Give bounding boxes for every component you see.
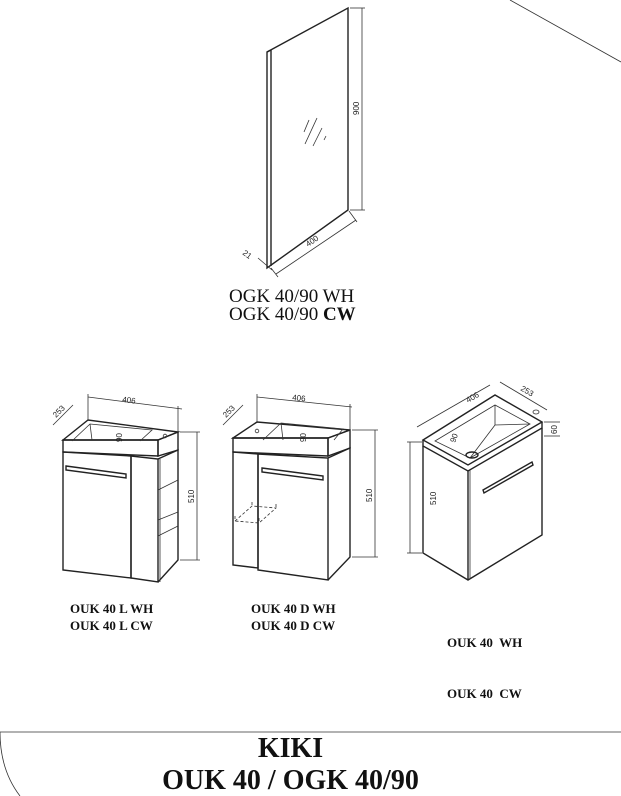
basin — [71, 423, 153, 442]
tap-hole — [162, 433, 168, 439]
dim-depth: 253 — [51, 403, 67, 419]
dim-basin: 90 — [448, 432, 460, 444]
mirror-model-labels: OGK 40/90 WH OGK 40/90 CW — [229, 286, 356, 325]
mirror-drawing: 900 400 21 — [241, 6, 365, 278]
cabinet-left-drawing: 406 253 90 510 — [51, 394, 200, 583]
dim-depth: 253 — [519, 384, 536, 399]
model-label: OGK 40/90 WH — [229, 286, 355, 307]
door-handle — [65, 465, 127, 479]
model-label: OUK 40 CW — [447, 686, 522, 701]
model-label: OUK 40 D CW — [251, 618, 336, 633]
dim-top: 60 — [550, 425, 559, 434]
title-block-border — [0, 731, 621, 796]
dim-depth: 253 — [221, 403, 237, 419]
door-handle — [261, 467, 324, 481]
cabinet-iso-drawing: 406 253 90 60 510 — [407, 381, 560, 581]
dim-width: 406 — [465, 390, 482, 405]
dim-mirror-depth: 21 — [241, 248, 254, 261]
product-subtitle: OUK 40 / OGK 40/90 — [162, 765, 419, 796]
dim-height: 510 — [429, 491, 438, 505]
dim-mirror-height: 900 — [352, 101, 361, 115]
tap-hole — [532, 409, 540, 415]
basin — [434, 404, 531, 459]
dim-width: 406 — [292, 393, 307, 403]
frame-corner-line — [509, 0, 621, 63]
basin — [262, 422, 344, 441]
dim-basin: 90 — [299, 433, 308, 442]
drain — [465, 451, 479, 459]
cabinet-door-models: OUK 40 D WH OUK 40 D CW — [251, 600, 336, 634]
dim-height: 510 — [187, 489, 196, 503]
model-label: OUK 40 L WH — [70, 601, 154, 616]
dim-height: 510 — [365, 488, 374, 502]
model-label: OGK 40/90 CW — [229, 304, 356, 325]
model-label: OUK 40 L CW — [70, 618, 153, 633]
mirror-glare-icon — [303, 119, 310, 133]
door-handle — [482, 460, 534, 495]
cabinet-left-models: OUK 40 L WH OUK 40 L CW — [70, 600, 153, 634]
model-label: OUK 40 D WH — [251, 601, 336, 616]
tap-hole — [254, 428, 260, 434]
dim-line-width — [275, 219, 357, 275]
mirror-face — [266, 6, 349, 270]
dim-mirror-width: 400 — [304, 233, 321, 248]
model-label: OUK 40 WH — [447, 635, 523, 650]
shelf-column — [130, 455, 159, 583]
cabinet-iso-models: OUK 40 WH OUK 40 CW — [447, 600, 522, 719]
dim-width: 406 — [122, 395, 137, 406]
internal-shelf-hidden — [234, 502, 277, 524]
cabinet-door-drawing: 406 253 90 510 — [221, 393, 378, 581]
shelves — [157, 459, 179, 582]
dim-basin: 90 — [115, 433, 124, 442]
product-title: KIKI — [257, 733, 324, 764]
